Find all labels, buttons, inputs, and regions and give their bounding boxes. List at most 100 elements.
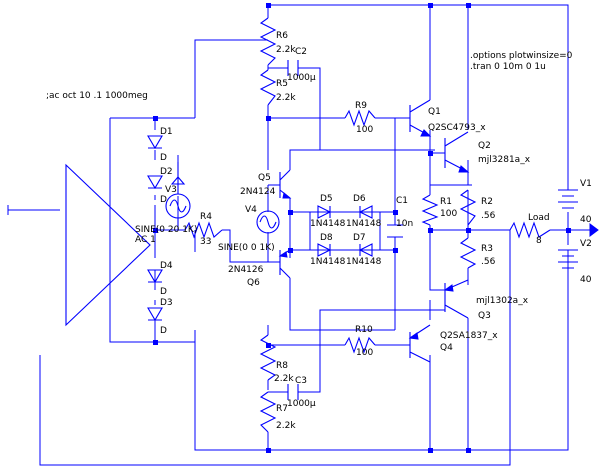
d7-model: 1N4148 [346, 257, 382, 267]
r10-value: 100 [356, 348, 373, 358]
d5-model: 1N4148 [310, 219, 346, 229]
q5-model: 2N4124 [240, 187, 276, 197]
r2-value: .56 [481, 211, 496, 221]
c2-symbol [287, 60, 299, 76]
d6-model: 1N4148 [346, 219, 382, 229]
q2-name: Q2 [478, 141, 491, 151]
c3-symbol [287, 384, 299, 400]
load-value: 8 [536, 236, 542, 246]
r8-name: R8 [276, 361, 288, 371]
q6-model: 2N4126 [228, 265, 264, 275]
d2-model: D [160, 195, 167, 205]
options-directive: .options plotwinsize=0 [470, 51, 573, 61]
d3-symbol [147, 307, 163, 322]
labels: ;ac oct 10 .1 1000meg .options plotwinsi… [46, 31, 592, 431]
v3-ac: AC 1 [135, 235, 156, 245]
v2-value: 40 [580, 275, 592, 285]
diode-symbols [147, 135, 380, 322]
d1-model: D [160, 153, 167, 163]
r5-value: 2.2k [276, 93, 296, 103]
transistor-symbols [278, 99, 470, 363]
r3-name: R3 [481, 244, 493, 254]
d4-symbol [147, 269, 163, 284]
d8-name: D8 [320, 233, 333, 243]
r10-name: R10 [355, 325, 373, 335]
r1-value: 100 [440, 209, 457, 219]
q2-model: mjl3281a_x [478, 155, 531, 165]
d2-symbol [147, 175, 163, 190]
load-symbol [509, 221, 551, 239]
r2-symbol [459, 189, 477, 226]
r4-symbol [184, 221, 223, 239]
q3-name: Q3 [478, 311, 491, 321]
r3-symbol [459, 237, 477, 269]
v3-name: V3 [165, 185, 177, 195]
r6-symbol [259, 17, 277, 66]
v4-value: SINE(0 0 1K) [218, 243, 275, 253]
d8-model: 1N4148 [310, 257, 346, 267]
q1-model: Q2SC4793_x [428, 123, 486, 133]
d6-name: D6 [353, 194, 366, 204]
r7-name: R7 [276, 404, 288, 414]
r8-symbol [259, 334, 277, 381]
d1-name: D1 [160, 127, 173, 137]
r9-symbol [344, 109, 376, 127]
r4-value: 33 [200, 237, 211, 247]
d4-name: D4 [160, 261, 173, 271]
d2-name: D2 [160, 167, 173, 177]
d5-name: D5 [320, 194, 333, 204]
d3-name: D3 [160, 298, 173, 308]
v1-symbol [558, 189, 578, 209]
r6-name: R6 [276, 31, 288, 41]
c1-value: 10n [396, 219, 413, 229]
v3-value: SINE(0 20 1K) [135, 225, 197, 235]
q4-name: Q4 [440, 343, 453, 353]
c3-name: C3 [295, 376, 307, 386]
source-symbols [7, 162, 599, 269]
q4-symbol [409, 324, 431, 363]
q1-symbol [409, 99, 431, 137]
r9-name: R9 [355, 101, 367, 111]
resistor-symbols [184, 17, 551, 433]
r8-value: 2.2k [274, 374, 294, 384]
r7-symbol [259, 391, 277, 433]
v4-name: V4 [245, 205, 257, 215]
r4-name: R4 [200, 212, 212, 222]
q1-name: Q1 [428, 107, 441, 117]
d3-model: D [160, 326, 167, 336]
r7-value: 2.2k [276, 421, 296, 431]
v2-name: V2 [580, 239, 592, 249]
q3-model: mjl1302a_x [476, 296, 529, 306]
q2-symbol [444, 131, 469, 173]
c1-symbol [387, 224, 403, 238]
junction-dots [153, 3, 571, 453]
q6-name: Q6 [247, 278, 260, 288]
v1-value: 40 [580, 215, 592, 225]
c1-name: C1 [396, 196, 408, 206]
r5-symbol [259, 69, 277, 106]
d7-name: D7 [353, 233, 366, 243]
r2-name: R2 [481, 197, 493, 207]
v1-name: V1 [580, 179, 592, 189]
capacitor-symbols [287, 60, 403, 400]
r1-name: R1 [440, 197, 452, 207]
r3-value: .56 [481, 257, 496, 267]
input-amplifier-triangle [65, 163, 151, 327]
load-name: Load [528, 213, 550, 223]
r10-symbol [344, 336, 376, 354]
c2-value: 1000µ [287, 73, 316, 83]
r9-value: 100 [356, 125, 373, 135]
d1-symbol [147, 135, 163, 150]
ac-directive: ;ac oct 10 .1 1000meg [46, 91, 148, 101]
r6-value: 2.2k [276, 45, 296, 55]
c2-name: C2 [295, 47, 307, 57]
d4-model: D [160, 287, 167, 297]
q3-symbol [444, 279, 469, 319]
v2-symbol [558, 249, 578, 269]
q4-model: Q2SA1837_x [440, 331, 498, 341]
v4-symbol [256, 210, 280, 234]
q5-name: Q5 [258, 173, 271, 183]
r1-symbol [421, 194, 439, 226]
tran-directive: .tran 0 10m 0 1u [470, 62, 546, 72]
